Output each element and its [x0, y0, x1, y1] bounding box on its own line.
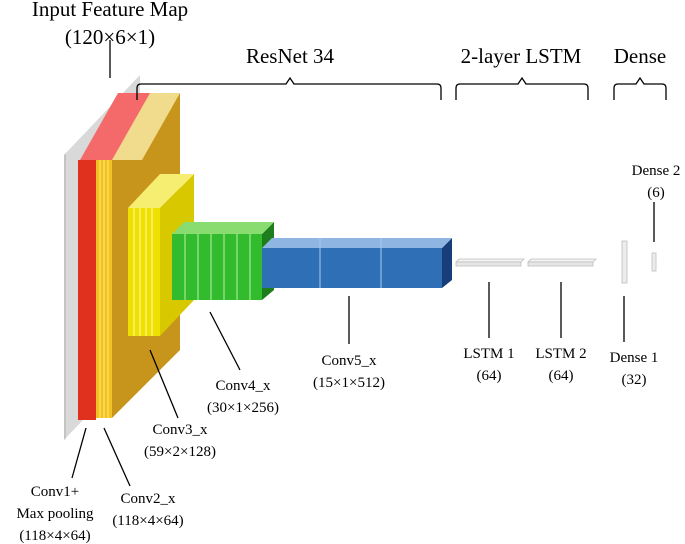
conv1-leader-line — [71, 427, 87, 479]
conv4-leader-line — [209, 311, 241, 371]
conv2-dims: (118×4×64) — [112, 513, 183, 529]
lstm1-layer — [455, 258, 525, 267]
conv5-block — [262, 238, 452, 288]
lstm1-name: LSTM 1 — [463, 346, 514, 362]
dense1-dims: (32) — [622, 372, 647, 388]
input-title: Input Feature Map — [32, 0, 188, 21]
dense1-layer — [621, 240, 628, 284]
conv1-name: Conv1+ — [31, 484, 79, 500]
lstm-brace — [455, 76, 589, 100]
resnet-brace — [136, 76, 442, 100]
leader-lines — [71, 40, 655, 487]
dense2-layer — [651, 252, 657, 272]
conv5-name: Conv5_x — [321, 353, 377, 369]
conv3-dims: (59×2×128) — [144, 444, 216, 460]
conv2-leader-line — [103, 427, 131, 487]
conv4-dims: (30×1×256) — [207, 400, 279, 416]
conv1-dims: (118×4×64) — [19, 528, 90, 544]
conv3-leader-line — [149, 349, 179, 419]
lstm2-dims: (64) — [549, 368, 574, 384]
dense2-dims: (6) — [647, 185, 665, 201]
dense2-name: Dense 2 — [632, 163, 681, 179]
lstm2-name: LSTM 2 — [535, 346, 586, 362]
conv1-block — [78, 93, 150, 420]
lstm2-layer — [527, 258, 597, 267]
conv3-name: Conv3_x — [152, 422, 208, 438]
conv2-name: Conv2_x — [120, 491, 176, 507]
dense1-name: Dense 1 — [610, 350, 659, 366]
conv4-name: Conv4_x — [215, 378, 271, 394]
lstm1-dims: (64) — [477, 368, 502, 384]
dense-brace — [613, 76, 667, 100]
conv1-name2: Max pooling — [16, 506, 94, 522]
dense-group-label: Dense — [614, 44, 666, 68]
input-dims: (120×6×1) — [65, 25, 155, 49]
lstm-group-label: 2-layer LSTM — [461, 44, 582, 68]
resnet-label: ResNet 34 — [246, 44, 335, 68]
conv5-dims: (15×1×512) — [313, 375, 385, 391]
conv4-block — [172, 222, 274, 300]
